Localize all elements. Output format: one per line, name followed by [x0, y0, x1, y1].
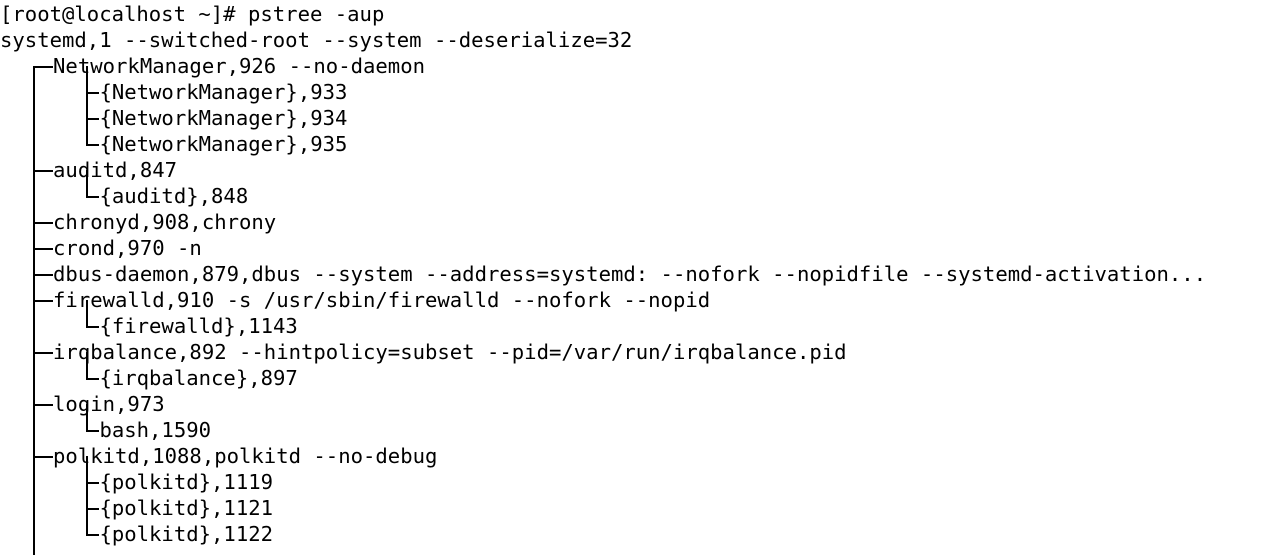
process-line: crond,970 -n — [53, 236, 202, 260]
process-tree-sub-branch — [86, 118, 100, 120]
process-line: chronyd,908,chrony — [53, 210, 277, 234]
process-tree-sub-branch — [86, 534, 100, 536]
process-line: {polkitd},1121 — [99, 496, 274, 520]
command-prompt-line: [root@localhost ~]# pstree -aup — [0, 2, 385, 26]
process-tree-sub-spine — [86, 456, 88, 534]
process-line: auditd,847 — [53, 158, 178, 182]
process-line: dbus-daemon,879,dbus --system --address=… — [53, 262, 1207, 286]
process-tree-sub-spine — [86, 66, 88, 144]
process-tree-sub-branch — [86, 144, 100, 146]
process-line: firewalld,910 -s /usr/sbin/firewalld --n… — [53, 288, 711, 312]
process-root-line: systemd,1 --switched-root --system --des… — [0, 28, 633, 52]
process-tree-branch — [33, 300, 54, 302]
process-tree-sub-branch — [86, 326, 100, 328]
process-tree-sub-branch — [86, 196, 100, 198]
process-tree-sub-branch — [86, 482, 100, 484]
process-tree-branch — [33, 274, 54, 276]
process-line: {NetworkManager},934 — [99, 106, 348, 130]
process-line: {NetworkManager},935 — [99, 132, 348, 156]
process-tree-branch — [33, 248, 54, 250]
process-tree-sub-spine — [86, 300, 88, 326]
process-line: {NetworkManager},933 — [99, 80, 348, 104]
process-line: login,973 — [53, 392, 165, 416]
process-tree-sub-spine — [86, 170, 88, 196]
process-tree-branch — [33, 170, 54, 172]
process-line: {irqbalance},897 — [99, 366, 298, 390]
process-tree-main-spine — [33, 66, 35, 555]
process-tree-branch — [33, 66, 54, 68]
process-line: {polkitd},1122 — [99, 522, 274, 546]
process-tree-branch — [33, 404, 54, 406]
process-tree-sub-branch — [86, 92, 100, 94]
process-line: {firewalld},1143 — [99, 314, 298, 338]
process-tree-sub-branch — [86, 430, 100, 432]
process-tree-branch — [33, 222, 54, 224]
process-line: {auditd},848 — [99, 184, 249, 208]
process-tree-sub-spine — [86, 404, 88, 430]
process-tree-sub-branch — [86, 378, 100, 380]
process-line: irqbalance,892 --hintpolicy=subset --pid… — [53, 340, 847, 364]
process-tree-branch — [33, 352, 54, 354]
process-line: polkitd,1088,polkitd --no-debug — [53, 444, 438, 468]
process-line: bash,1590 — [99, 418, 212, 442]
process-line: {polkitd},1119 — [99, 470, 274, 494]
process-tree-sub-branch — [86, 508, 100, 510]
process-tree-branch — [33, 456, 54, 458]
process-line: NetworkManager,926 --no-daemon — [53, 54, 425, 78]
process-tree-sub-spine — [86, 352, 88, 378]
